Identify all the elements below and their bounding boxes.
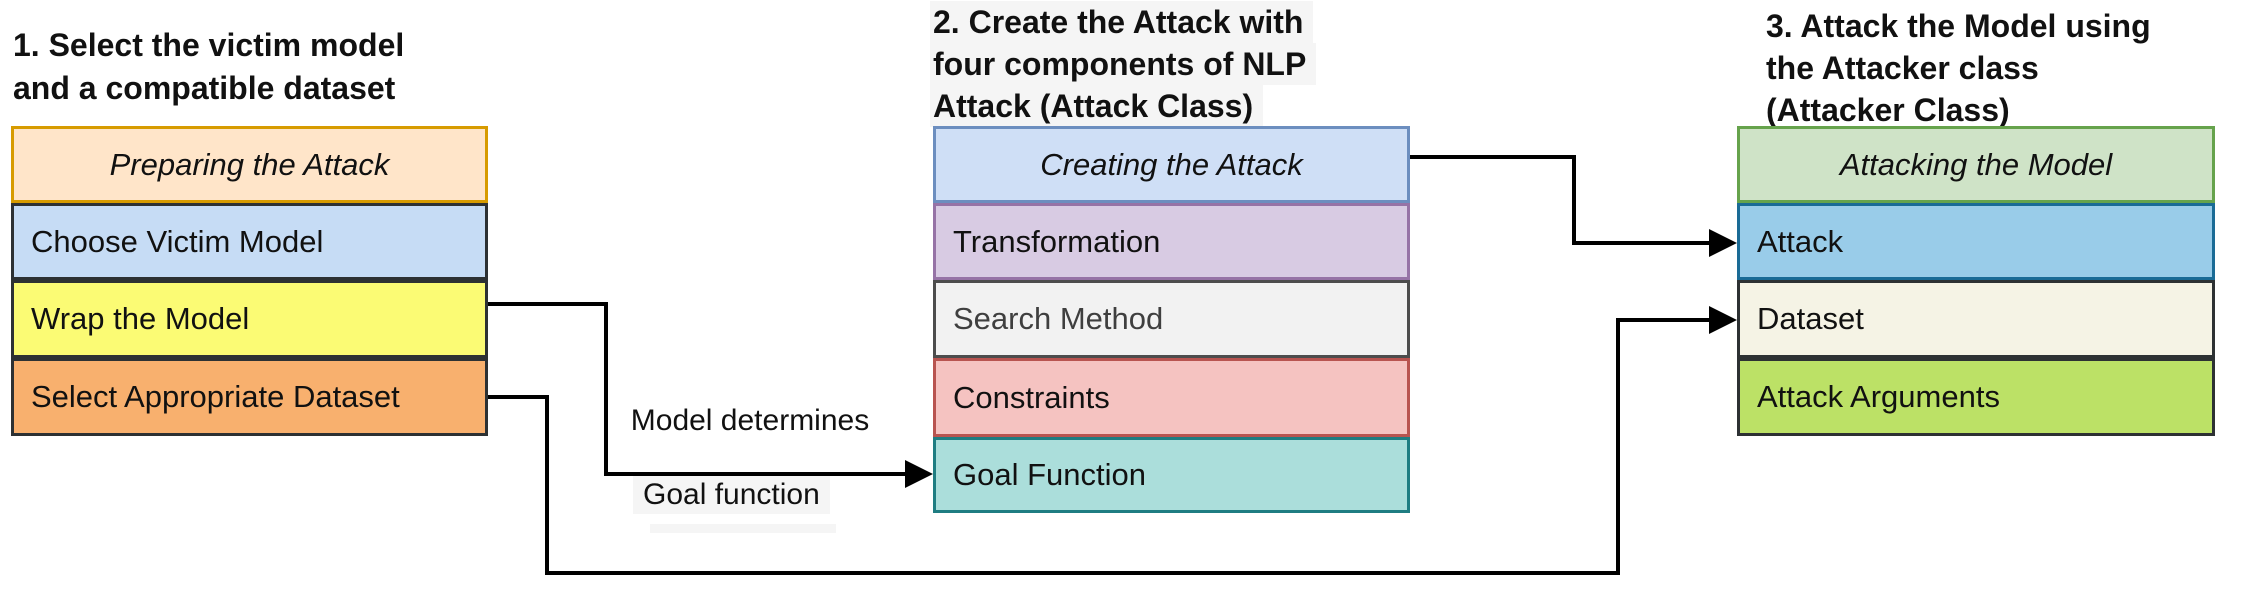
row-label: Creating the Attack bbox=[1040, 146, 1303, 182]
table-row-goal-function: Goal Function bbox=[933, 437, 1410, 513]
step2-heading: 2. Create the Attack with four component… bbox=[930, 1, 1317, 127]
table-row-transformation: Transformation bbox=[933, 203, 1410, 280]
table-row-creating-the-attack: Creating the Attack bbox=[933, 126, 1410, 203]
row-label: Choose Victim Model bbox=[31, 223, 324, 259]
table-row-constraints: Constraints bbox=[933, 358, 1410, 437]
step1-table: Preparing the Attack Choose Victim Model… bbox=[11, 126, 488, 436]
step3-heading-line3: (Attacker Class) bbox=[1766, 92, 2010, 128]
step2-table: Creating the Attack Transformation Searc… bbox=[933, 126, 1410, 513]
arrowhead-dataset bbox=[1709, 306, 1737, 334]
label-background-artifact bbox=[650, 524, 836, 533]
arrow-wrap-model-to-goal-function bbox=[488, 302, 905, 476]
arrow-creating-attack-to-attack bbox=[1410, 155, 1709, 245]
row-label: Dataset bbox=[1757, 301, 1864, 336]
table-row-search-method: Search Method bbox=[933, 280, 1410, 358]
step1-heading-line2: and a compatible dataset bbox=[13, 70, 396, 106]
step2-heading-line3: Attack (Attack Class) bbox=[930, 85, 1316, 127]
row-label: Search Method bbox=[953, 301, 1164, 336]
row-label: Attack Arguments bbox=[1757, 379, 2000, 414]
step1-heading-line1: 1. Select the victim model bbox=[13, 27, 405, 63]
arrowhead-attack bbox=[1709, 229, 1737, 257]
table-row-preparing-the-attack: Preparing the Attack bbox=[11, 126, 488, 203]
arrow-select-dataset-to-dataset bbox=[488, 318, 1709, 575]
edge-label-model-determines: Model determines bbox=[630, 404, 870, 437]
row-label: Attack bbox=[1757, 223, 1844, 259]
table-row-attacking-the-model: Attacking the Model bbox=[1737, 126, 2215, 203]
table-row-attack-arguments: Attack Arguments bbox=[1737, 358, 2215, 436]
step2-heading-line1: 2. Create the Attack with bbox=[930, 1, 1316, 43]
table-row-attack: Attack bbox=[1737, 203, 2215, 280]
table-row-choose-victim-model: Choose Victim Model bbox=[11, 203, 488, 280]
arrowhead-goal-function bbox=[905, 460, 933, 488]
row-label: Select Appropriate Dataset bbox=[31, 379, 400, 414]
row-label: Goal Function bbox=[953, 457, 1146, 492]
row-label: Transformation bbox=[953, 223, 1161, 259]
step3-heading-line2: the Attacker class bbox=[1766, 50, 2039, 86]
row-label: Preparing the Attack bbox=[109, 146, 390, 182]
row-label: Wrap the Model bbox=[31, 301, 250, 336]
table-row-select-appropriate-dataset: Select Appropriate Dataset bbox=[11, 358, 488, 436]
step3-table: Attacking the Model Attack Dataset Attac… bbox=[1737, 126, 2215, 436]
row-label: Constraints bbox=[953, 379, 1110, 415]
step3-heading-line1: 3. Attack the Model using bbox=[1766, 8, 2151, 44]
row-label: Attacking the Model bbox=[1839, 146, 2113, 182]
step2-heading-line2: four components of NLP bbox=[930, 43, 1317, 85]
table-row-wrap-the-model: Wrap the Model bbox=[11, 280, 488, 358]
edge-label-goal-function: Goal function bbox=[633, 476, 830, 514]
step3-heading: 3. Attack the Model using the Attacker c… bbox=[1766, 5, 2151, 131]
table-row-dataset: Dataset bbox=[1737, 280, 2215, 358]
step1-heading: 1. Select the victim model and a compati… bbox=[13, 24, 404, 110]
